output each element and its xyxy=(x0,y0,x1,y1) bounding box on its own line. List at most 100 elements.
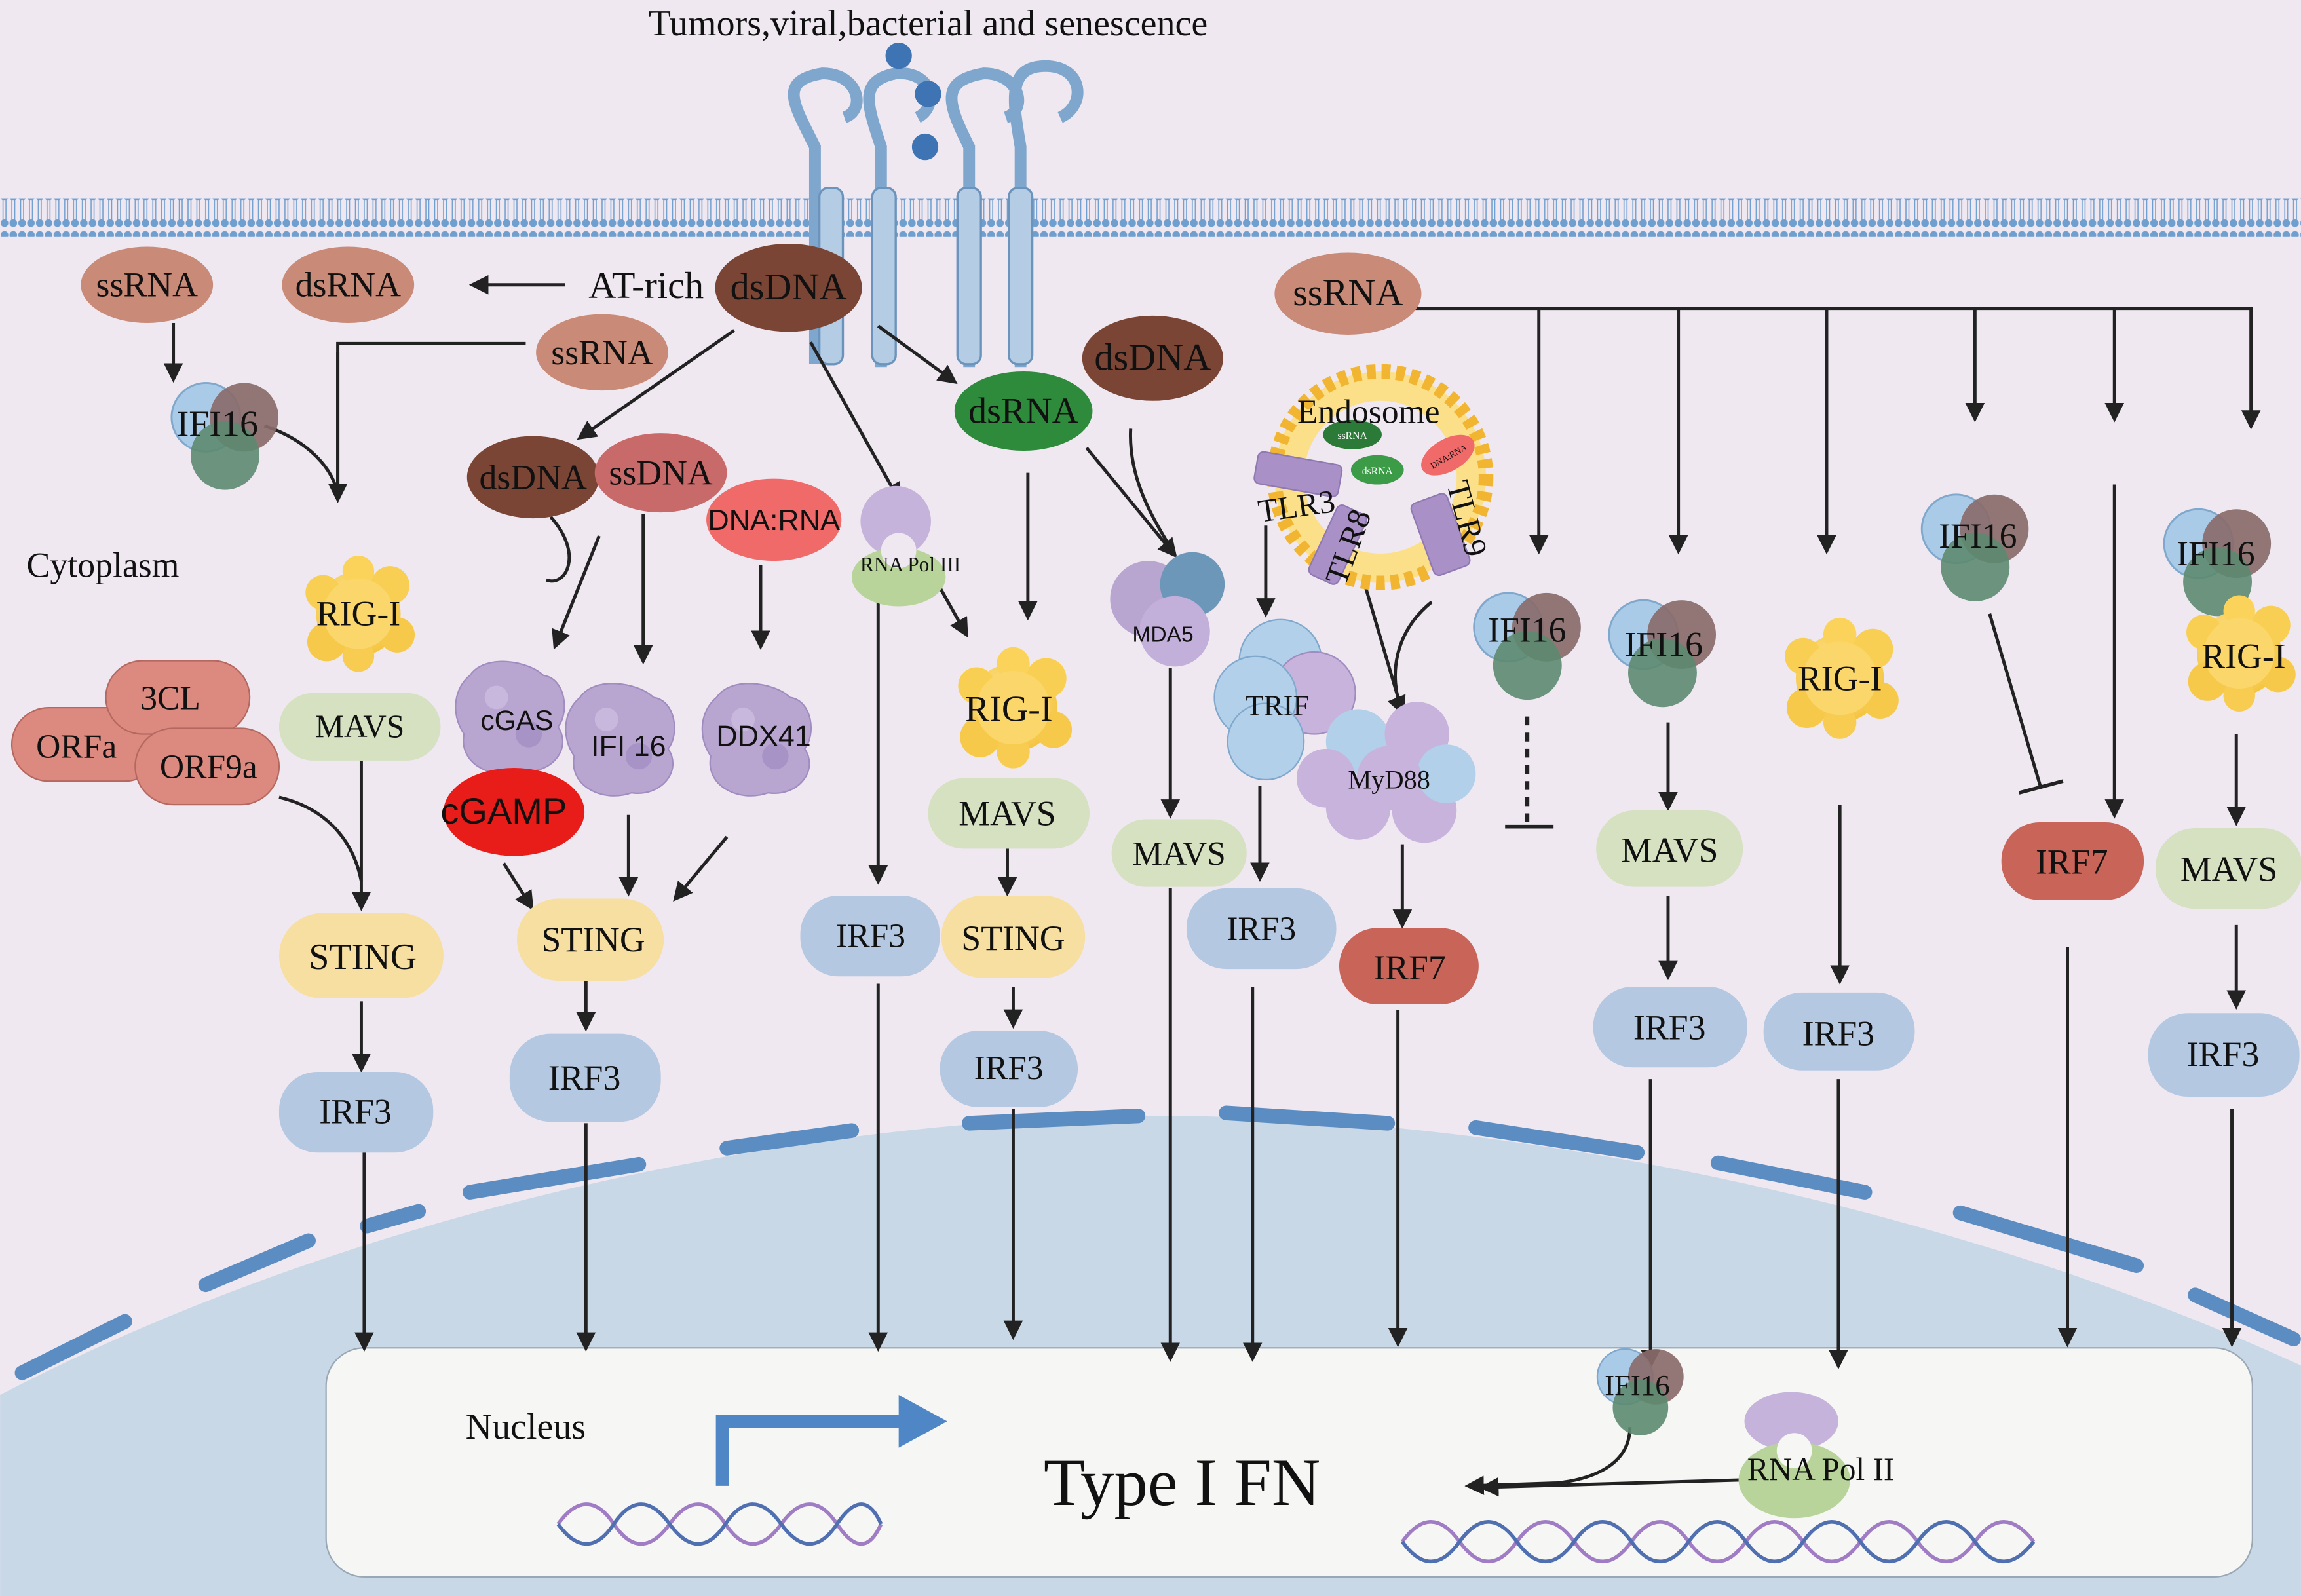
svg-text:MAVS: MAVS xyxy=(2180,850,2277,889)
rna-pol-iii-complex xyxy=(851,485,946,607)
endosome-dsrna-label: dsRNA xyxy=(1362,466,1394,477)
ifi16-spaced-label: IFI 16 xyxy=(591,730,666,763)
trif-protein xyxy=(1213,618,1356,781)
svg-text:MAVS: MAVS xyxy=(315,708,404,744)
rigi-label-3: RIG-I xyxy=(1798,658,1882,698)
nuclear-pores xyxy=(14,1105,2301,1380)
svg-text:ssRNA: ssRNA xyxy=(551,333,653,372)
sting-pill-1: STING xyxy=(278,913,444,998)
dsdna-node-cgas: dsDNA xyxy=(466,436,599,519)
myd88-label: MyD88 xyxy=(1348,765,1430,794)
svg-text:IRF7: IRF7 xyxy=(1373,948,1446,987)
svg-text:MAVS: MAVS xyxy=(1133,835,1226,873)
svg-text:dsDNA: dsDNA xyxy=(1094,336,1211,379)
myd88-protein xyxy=(1296,702,1476,843)
diagram-title: Tumors,viral,bacterial and senescence xyxy=(649,3,1208,44)
mda5-label: MDA5 xyxy=(1132,622,1193,647)
irf3-pill-2: IRF3 xyxy=(509,1033,661,1122)
endosome-label: Endosome xyxy=(1297,393,1440,430)
ligand-particles xyxy=(885,42,941,161)
svg-text:dsRNA: dsRNA xyxy=(295,265,401,305)
rna-pol-ii-label: RNA Pol II xyxy=(1747,1451,1895,1487)
ssrna-node-right: ssRNA xyxy=(1274,252,1422,335)
irf3-pill-3: IRF3 xyxy=(800,896,940,977)
svg-text:MAVS: MAVS xyxy=(959,793,1055,833)
irf3-pill-1: IRF3 xyxy=(278,1071,434,1153)
svg-text:DNA:RNA: DNA:RNA xyxy=(708,504,840,537)
irf3-pill-6: IRF3 xyxy=(1593,986,1747,1068)
svg-text:IRF7: IRF7 xyxy=(2036,842,2108,881)
sting-pill-3: STING xyxy=(941,896,1086,978)
plasma-membrane xyxy=(0,198,2301,237)
dsdna-node-source: dsDNA xyxy=(715,244,862,332)
endosome-dna-rna xyxy=(1421,434,1475,476)
irf3-pill-8: IRF3 xyxy=(2148,1013,2300,1097)
svg-text:IRF3: IRF3 xyxy=(974,1050,1044,1087)
svg-text:IRF3: IRF3 xyxy=(2187,1035,2260,1074)
rna-pol-ii-complex xyxy=(1738,1392,1850,1519)
sting-pill-2: STING xyxy=(516,898,664,981)
svg-text:STING: STING xyxy=(541,920,645,959)
svg-text:STING: STING xyxy=(961,919,1065,958)
svg-text:3CL: 3CL xyxy=(140,679,200,717)
ifi16-label-4: IFI16 xyxy=(1939,516,2017,556)
dsdna-node-right: dsDNA xyxy=(1082,315,1223,401)
svg-text:MAVS: MAVS xyxy=(1621,830,1718,869)
svg-text:ssRNA: ssRNA xyxy=(96,265,199,305)
dna-rna-node: DNA:RNA xyxy=(706,478,842,561)
svg-text:IRF3: IRF3 xyxy=(548,1058,621,1097)
3cl-pill: 3CL xyxy=(105,660,251,735)
irf3-pill-4: IRF3 xyxy=(940,1031,1078,1107)
mda5-protein xyxy=(1110,552,1225,667)
ifi16-label-nucleus: IFI16 xyxy=(1605,1369,1670,1401)
arrows xyxy=(163,275,2261,1497)
cgamp-node: cGAMP xyxy=(440,768,585,856)
irf7-pill-2: IRF7 xyxy=(2001,822,2144,900)
svg-text:IRF3: IRF3 xyxy=(1633,1008,1706,1048)
svg-text:ORFa: ORFa xyxy=(36,728,117,765)
svg-text:IRF3: IRF3 xyxy=(1227,910,1296,947)
endosome-ssrna-label: ssRNA xyxy=(1337,430,1367,442)
mavs-pill-3: MAVS xyxy=(1111,819,1247,887)
ddx41-label: DDX41 xyxy=(716,719,810,752)
dna-helix-left xyxy=(556,1502,883,1546)
svg-text:ssRNA: ssRNA xyxy=(1293,271,1403,314)
ifi16-label-5: IFI16 xyxy=(2177,534,2254,573)
rigi-label-2: RIG-I xyxy=(965,689,1053,729)
mavs-pill-2: MAVS xyxy=(928,778,1090,849)
svg-text:cGAMP: cGAMP xyxy=(440,790,567,831)
trif-label: TRIF xyxy=(1246,689,1309,721)
ssrna-node-1: ssRNA xyxy=(81,246,214,324)
svg-text:IRF3: IRF3 xyxy=(319,1092,392,1131)
dna-helix-right xyxy=(1401,1520,2036,1564)
dsrna-node-1: dsRNA xyxy=(282,246,415,324)
svg-text:IRF3: IRF3 xyxy=(1802,1014,1875,1054)
svg-text:IRF3: IRF3 xyxy=(836,917,905,955)
ifi16-label-2: IFI16 xyxy=(1488,610,1566,649)
irf7-pill-1: IRF7 xyxy=(1339,928,1479,1004)
svg-text:ssDNA: ssDNA xyxy=(609,453,713,493)
irf3-pill-5: IRF3 xyxy=(1186,888,1337,970)
irf3-pill-7: IRF3 xyxy=(1763,992,1915,1071)
svg-text:dsDNA: dsDNA xyxy=(479,457,586,497)
cgas-label: cGAS xyxy=(480,705,553,736)
svg-text:dsDNA: dsDNA xyxy=(731,265,847,308)
at-rich-label: AT-rich xyxy=(588,264,704,307)
ifi16-label-3: IFI16 xyxy=(1624,625,1702,664)
ssdna-node: ssDNA xyxy=(594,433,727,513)
mavs-pill-1: MAVS xyxy=(278,693,441,761)
mavs-pill-5: MAVS xyxy=(2156,827,2301,909)
svg-text:STING: STING xyxy=(309,937,417,978)
transcription-arrow xyxy=(715,1394,947,1486)
membrane-receptors xyxy=(788,60,1084,368)
svg-text:dsRNA: dsRNA xyxy=(968,390,1079,431)
type-i-fn-label: Type I FN xyxy=(1044,1445,1320,1520)
orf9a-pill: ORF9a xyxy=(134,727,280,806)
rigi-label-1: RIG-I xyxy=(316,594,400,634)
endosome-dsrna xyxy=(1350,455,1404,485)
ifi16-label-1: IFI16 xyxy=(177,404,258,445)
mavs-pill-4: MAVS xyxy=(1596,810,1743,887)
svg-text:ORF9a: ORF9a xyxy=(160,749,257,786)
rna-pol-iii-label: RNA Pol III xyxy=(860,553,960,576)
